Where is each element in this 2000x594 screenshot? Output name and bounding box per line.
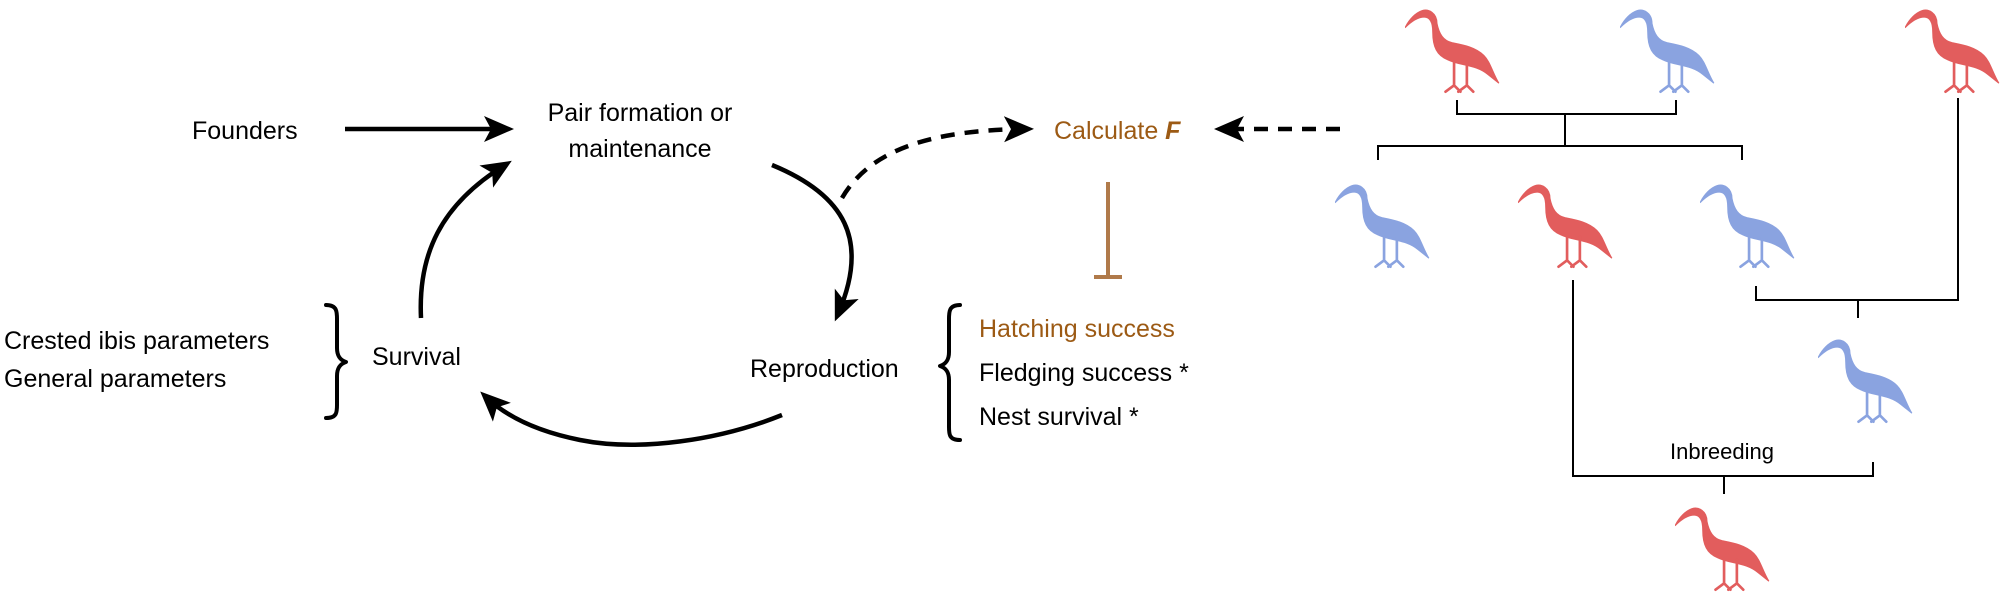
pair-formation-label-line2: maintenance (568, 135, 711, 163)
parameters-brace (324, 303, 348, 420)
ibis-icon-gen1-red-left (1405, 8, 1501, 94)
ibis-icon-gen2-blue-right (1700, 183, 1796, 269)
param-general-label: General parameters (4, 365, 226, 393)
pedigree-tree: Inbreeding (1335, 8, 2000, 592)
inbreeding-label: Inbreeding (1670, 439, 1774, 464)
param-crested-label: Crested ibis parameters (4, 327, 269, 355)
ibis-icon-gen1-blue (1620, 8, 1716, 94)
reproduction-params-brace (938, 303, 962, 442)
ibis-icon-gen2-blue-left (1335, 183, 1431, 269)
fledging-success-label: Fledging success * (979, 359, 1189, 387)
pedigree-connector-gen1 (1377, 100, 1743, 160)
pedigree-connector-gen2 (1755, 98, 1959, 318)
nest-survival-label: Nest survival * (979, 403, 1139, 431)
pedigree-connector-inbreeding (1572, 280, 1874, 494)
pair-formation-label-line1: Pair formation or (548, 99, 733, 127)
dashed-arrow-to-calculate (840, 116, 1034, 200)
ibis-icon-gen1-red-right (1905, 8, 2000, 94)
reproduction-label: Reproduction (750, 355, 899, 383)
ibis-icon-offspring-red (1675, 506, 1771, 592)
inhibitor-arrow (1094, 182, 1122, 279)
calculate-f-label: Calculate F (1054, 117, 1181, 145)
arrow-reproduction-to-survival (480, 391, 783, 447)
ibis-icon-gen2-red (1518, 183, 1614, 269)
founders-label: Founders (192, 117, 298, 145)
ibis-icon-gen3-blue (1818, 338, 1914, 424)
hatching-success-label: Hatching success (979, 315, 1175, 343)
arrow-pair-to-reproduction (771, 162, 859, 322)
arrow-survival-to-pair (418, 160, 512, 319)
survival-label: Survival (372, 343, 461, 371)
